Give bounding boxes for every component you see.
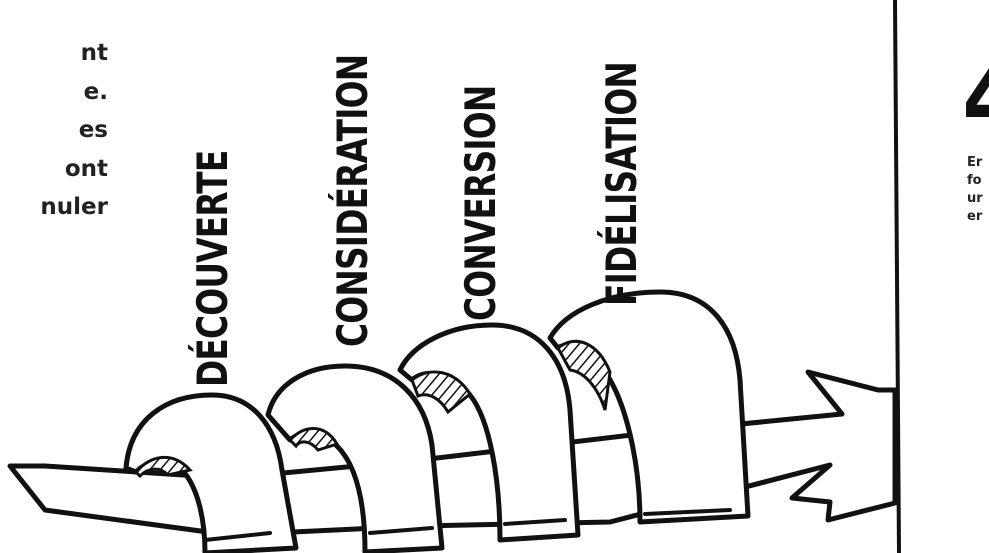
stage-label-fidelisation: FIDÉLISATION: [597, 62, 646, 306]
panel-text-line: ur: [967, 190, 983, 208]
panel-text-line: Er: [967, 154, 983, 172]
stage-label-conversion: CONVERSION: [456, 85, 505, 321]
panel-number: 4: [962, 54, 989, 144]
panel-text-line: er: [967, 208, 983, 226]
stage-label-decouverte: DÉCOUVERTE: [188, 151, 237, 387]
panel-text-line: fo: [967, 172, 983, 190]
stage-label-consideration: CONSIDÉRATION: [328, 55, 377, 347]
panel-text: Er fo ur er: [967, 154, 983, 226]
